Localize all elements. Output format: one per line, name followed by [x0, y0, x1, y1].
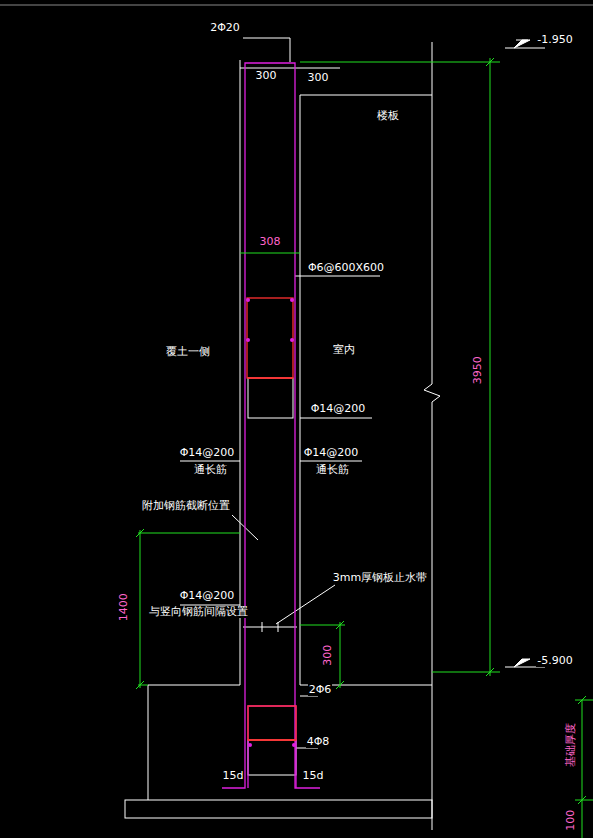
rebar-note: 4Φ8 — [306, 736, 331, 749]
dimension: 100 — [565, 808, 578, 831]
dimension: 300 — [322, 643, 335, 666]
level-mark: -1.950 — [536, 34, 573, 47]
dimension: 300 — [307, 72, 330, 85]
rebar-note: 2Φ6 — [308, 684, 333, 697]
dimension: 3950 — [472, 355, 485, 385]
rebar-note: 通长筋 — [193, 464, 228, 477]
slab-label: 楼板 — [376, 110, 400, 123]
dimension: 基础厚度 — [565, 722, 578, 768]
callout-note: 附加钢筋截断位置 — [141, 500, 231, 513]
anchor-length: 15d — [222, 770, 245, 783]
dimension: 300 — [255, 70, 278, 83]
rebar-note: 通长筋 — [315, 464, 350, 477]
side-label: 室内 — [332, 344, 356, 357]
rebar-note: Φ14@200 — [179, 447, 236, 460]
side-label: 覆土一侧 — [165, 346, 211, 359]
anchor-length: 15d — [302, 770, 325, 783]
rebar-note: 与竖向钢筋间隔设置 — [148, 606, 249, 619]
dimension: 308 — [259, 236, 282, 249]
dimension: 1400 — [118, 592, 131, 622]
rebar-note: Φ6@600X600 — [307, 262, 385, 275]
rebar-note: Φ14@200 — [179, 590, 236, 603]
callout-note: 3mm厚钢板止水带 — [332, 572, 428, 585]
rebar-note: 2Φ20 — [209, 22, 241, 35]
rebar-note: Φ14@200 — [310, 403, 367, 416]
rebar-note: Φ14@200 — [303, 447, 360, 460]
level-mark: -5.900 — [536, 655, 573, 668]
